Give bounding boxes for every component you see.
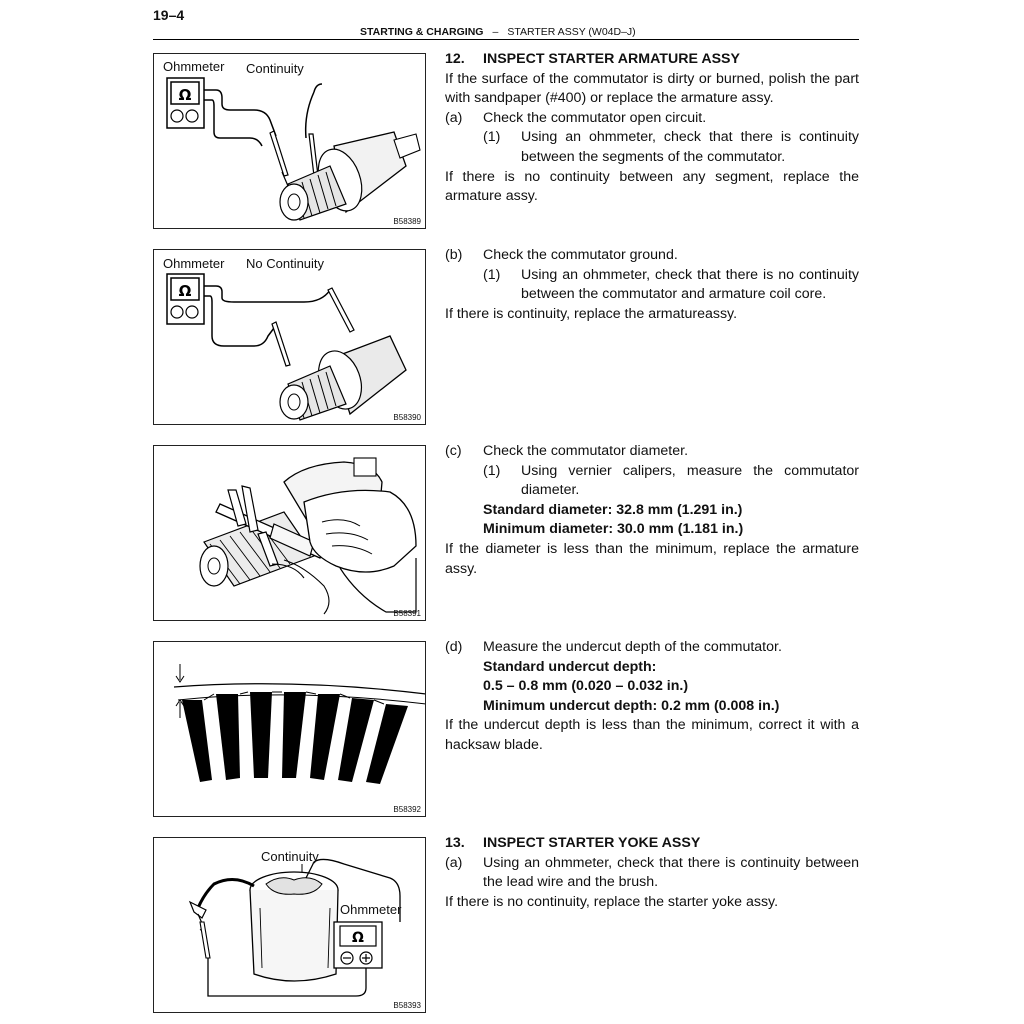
substep-label: (1) [483,462,501,479]
substep-text: Using an ohmmeter, check that there is n… [521,266,859,303]
figure-undercut-depth: B58392 [153,641,426,817]
step-a: (a) Check the commutator open circuit. [445,109,859,129]
spec-standard-undercut-label: Standard undercut depth: [483,658,657,675]
step-text: Check the commutator diameter. [483,443,689,459]
step-a: (a) Using an ohmmeter, check that there i… [445,854,859,893]
substep-text: Using an ohmmeter, check that there is c… [521,129,859,165]
spec-minimum-diameter: Minimum diameter: 30.0 mm (1.181 in.) [483,521,744,538]
figure-label-continuity: Continuity [261,849,319,864]
figure-label-continuity: Continuity [246,61,304,76]
step-label: (a) [445,854,463,871]
svg-text:Ω: Ω [352,930,364,946]
step-c: (c) Check the commutator diameter. [445,442,859,462]
step-text: Check the commutator ground. [483,247,678,263]
spec-standard-diameter: Standard diameter: 32.8 mm (1.291 in.) [483,501,743,518]
spec-minimum-undercut: Minimum undercut depth: 0.2 mm (0.008 in… [483,697,780,714]
figure-continuity-check: Ω Ohmmeter Continuity B58389 [153,53,426,229]
step-b: (b) Check the commutator ground. [445,246,859,266]
figure-id: B58393 [393,1001,421,1010]
step-note: If there is no continuity, replace the s… [445,893,779,910]
svg-text:Ω: Ω [179,86,192,104]
section-12-undercut: (d) Measure the undercut depth of the com… [445,638,859,756]
header-separator: – [492,26,499,38]
figure-label-ohmmeter: Ohmmeter [163,59,225,74]
section-title: STARTING & CHARGING [360,26,484,38]
figure-id: B58390 [393,413,421,422]
step-note: If the undercut depth is less than the m… [445,717,859,753]
section-number: 12. [445,51,465,67]
step-note: If there is continuity, replace the arma… [445,305,738,322]
header-rule [153,39,859,40]
starter-yoke-illustration: Ω [188,858,401,997]
substep-label: (1) [483,129,501,146]
substep-b1: (1) Using an ohmmeter, check that there i… [445,266,859,305]
step-d: (d) Measure the undercut depth of the com… [445,638,859,658]
step-text: Check the commutator open circuit. [483,109,707,126]
figure-ground-check: Ω Ohmmeter No Continuity B58390 [153,249,426,425]
figure-id: B58389 [393,217,421,226]
substep-label: (1) [483,266,501,283]
section-title: INSPECT STARTER ARMATURE ASSY [483,51,740,67]
step-label: (a) [445,109,463,126]
section-number: 13. [445,835,465,851]
section-13-yoke: 13. INSPECT STARTER YOKE ASSY (a) Using an… [445,834,859,912]
step-text: Using an ohmmeter, check that there is c… [483,854,859,891]
figure-label-ohmmeter: Ohmmeter [163,256,225,271]
substep-text: Using vernier calipers, measure the comm… [521,462,859,499]
armature-continuity-illustration: Ω [166,77,421,221]
armature-ground-illustration: Ω [166,273,407,421]
figure-diameter-measurement: B58391 [153,445,426,621]
page-number: 19–4 [153,7,185,23]
running-head: STARTING & CHARGING–STARTER ASSY (W04D–J… [360,26,636,38]
figure-label-ohmmeter: Ohmmeter [340,902,402,917]
section-title: INSPECT STARTER YOKE ASSY [483,835,701,851]
substep-c1: (1) Using vernier calipers, measure the c… [445,462,859,501]
step-label: (b) [445,247,463,263]
step-label: (d) [445,639,463,655]
subsection-title: STARTER ASSY (W04D–J) [507,26,636,38]
step-note: If there is no continuity between any se… [445,168,859,205]
section-12-open-circuit: 12. INSPECT STARTER ARMATURE ASSY If the … [445,50,859,207]
figure-id: B58391 [393,609,421,618]
commutator-undercut-illustration [173,664,425,784]
section-12-ground: (b) Check the commutator ground. (1) Using… [445,246,859,324]
section-heading: 13. INSPECT STARTER YOKE ASSY [445,834,859,854]
section-intro: If the surface of the commutator is dirt… [445,70,859,107]
section-12-diameter: (c) Check the commutator diameter. (1) Usi… [445,442,859,579]
step-label: (c) [445,443,462,459]
figure-yoke-continuity: Ω Continuity Ohmmeter B58393 [153,837,426,1013]
vernier-caliper-illustration [199,457,417,615]
section-heading: 12. INSPECT STARTER ARMATURE ASSY [445,50,859,70]
figure-label-no-continuity: No Continuity [246,256,325,271]
step-text: Measure the undercut depth of the commut… [483,639,782,655]
step-note: If the diameter is less than the minimum… [445,540,859,577]
spec-standard-undercut-value: 0.5 – 0.8 mm (0.020 – 0.032 in.) [483,678,689,695]
svg-text:Ω: Ω [179,282,192,300]
figure-id: B58392 [393,805,421,814]
substep-a1: (1) Using an ohmmeter, check that there i… [445,128,859,167]
